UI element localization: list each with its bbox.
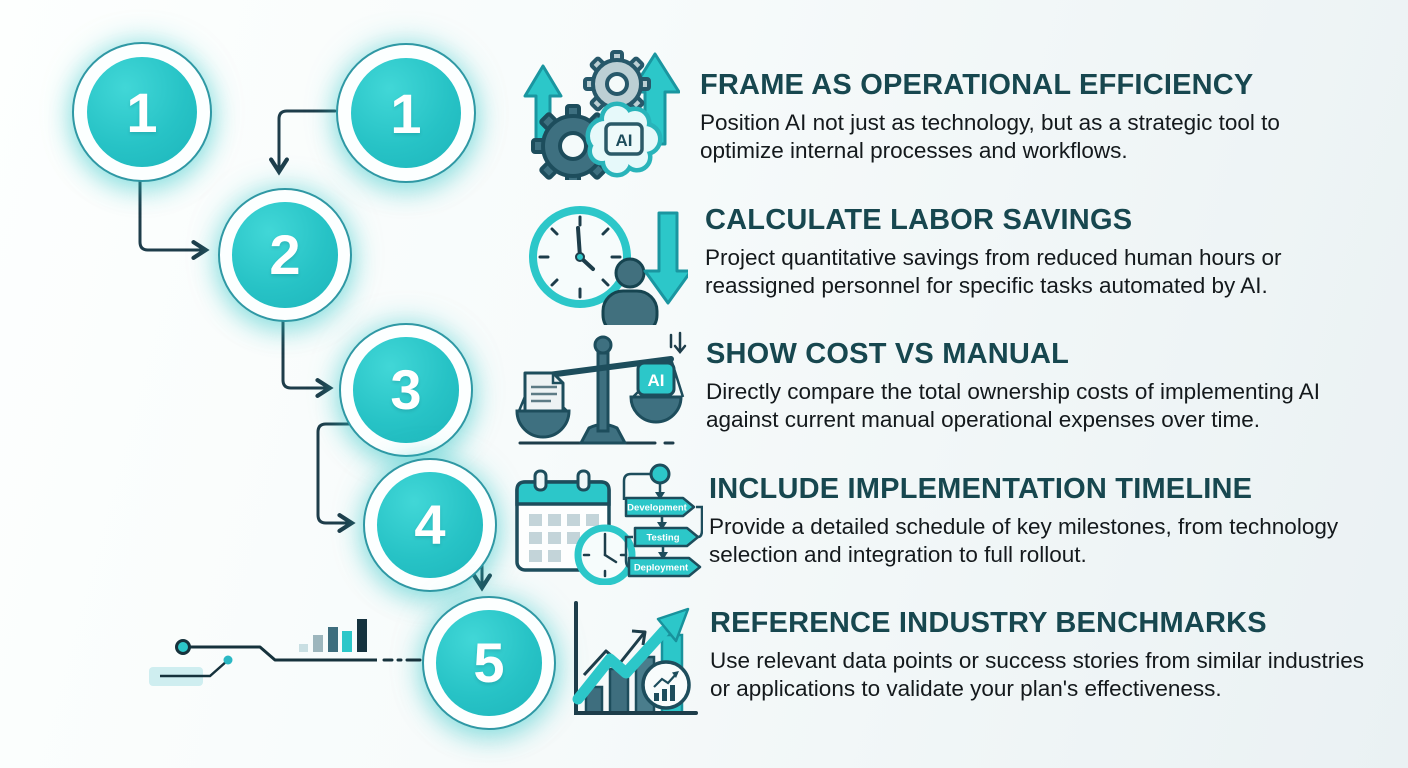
step-node-3: 3 xyxy=(339,323,473,457)
step-number: 4 xyxy=(377,472,483,578)
step-node-1b: 1 xyxy=(336,43,476,183)
step-3-text: SHOW COST VS MANUAL Directly compare the… xyxy=(706,338,1371,435)
step-2-title: CALCULATE LABOR SAVINGS xyxy=(705,204,1133,236)
step-1-title: FRAME AS OPERATIONAL EFFICIENCY xyxy=(700,69,1254,101)
calendar-flowchart-icon: Development Testing Deployment xyxy=(505,460,703,585)
step-number: 1 xyxy=(86,56,198,168)
step-node-5: 5 xyxy=(422,596,556,730)
step-node-4: 4 xyxy=(363,458,497,592)
step-node-2: 2 xyxy=(218,188,352,322)
step-number: 2 xyxy=(232,202,338,308)
flowchart-step-deployment: Deployment xyxy=(634,563,689,574)
step-4-description: Provide a detailed schedule of key miles… xyxy=(709,513,1339,568)
ai-tag-label: AI xyxy=(648,371,665,390)
step-3-title: SHOW COST VS MANUAL xyxy=(706,338,1070,370)
flowchart-step-testing: Testing xyxy=(646,533,679,544)
step-4-text: INCLUDE IMPLEMENTATION TIMELINE Provide … xyxy=(709,473,1374,570)
step-5-title: REFERENCE INDUSTRY BENCHMARKS xyxy=(710,607,1267,639)
balance-scale-ai-icon: AI xyxy=(505,325,690,450)
ai-chip-label: AI xyxy=(616,131,633,150)
step-2-text: CALCULATE LABOR SAVINGS Project quantita… xyxy=(705,204,1370,301)
step-number: 1 xyxy=(350,57,462,169)
step-4-title: INCLUDE IMPLEMENTATION TIMELINE xyxy=(709,473,1253,505)
step-node-1a: 1 xyxy=(72,42,212,182)
step-1-description: Position AI not just as technology, but … xyxy=(700,109,1280,164)
flowchart-step-development: Development xyxy=(627,503,687,514)
step-number: 5 xyxy=(436,610,542,716)
step-2-description: Project quantitative savings from reduce… xyxy=(705,244,1282,299)
growth-chart-icon xyxy=(558,595,703,727)
clock-person-down-arrow-icon xyxy=(518,197,688,325)
gears-ai-brain-icon: AI xyxy=(505,40,680,180)
step-5-description: Use relevant data points or success stor… xyxy=(710,647,1364,702)
step-1-text: FRAME AS OPERATIONAL EFFICIENCY Position… xyxy=(700,69,1365,166)
step-number: 3 xyxy=(353,337,459,443)
step-5-text: REFERENCE INDUSTRY BENCHMARKS Use releva… xyxy=(710,607,1375,704)
step-3-description: Directly compare the total ownership cos… xyxy=(706,378,1321,433)
circuit-sparkline-decoration xyxy=(130,585,430,695)
